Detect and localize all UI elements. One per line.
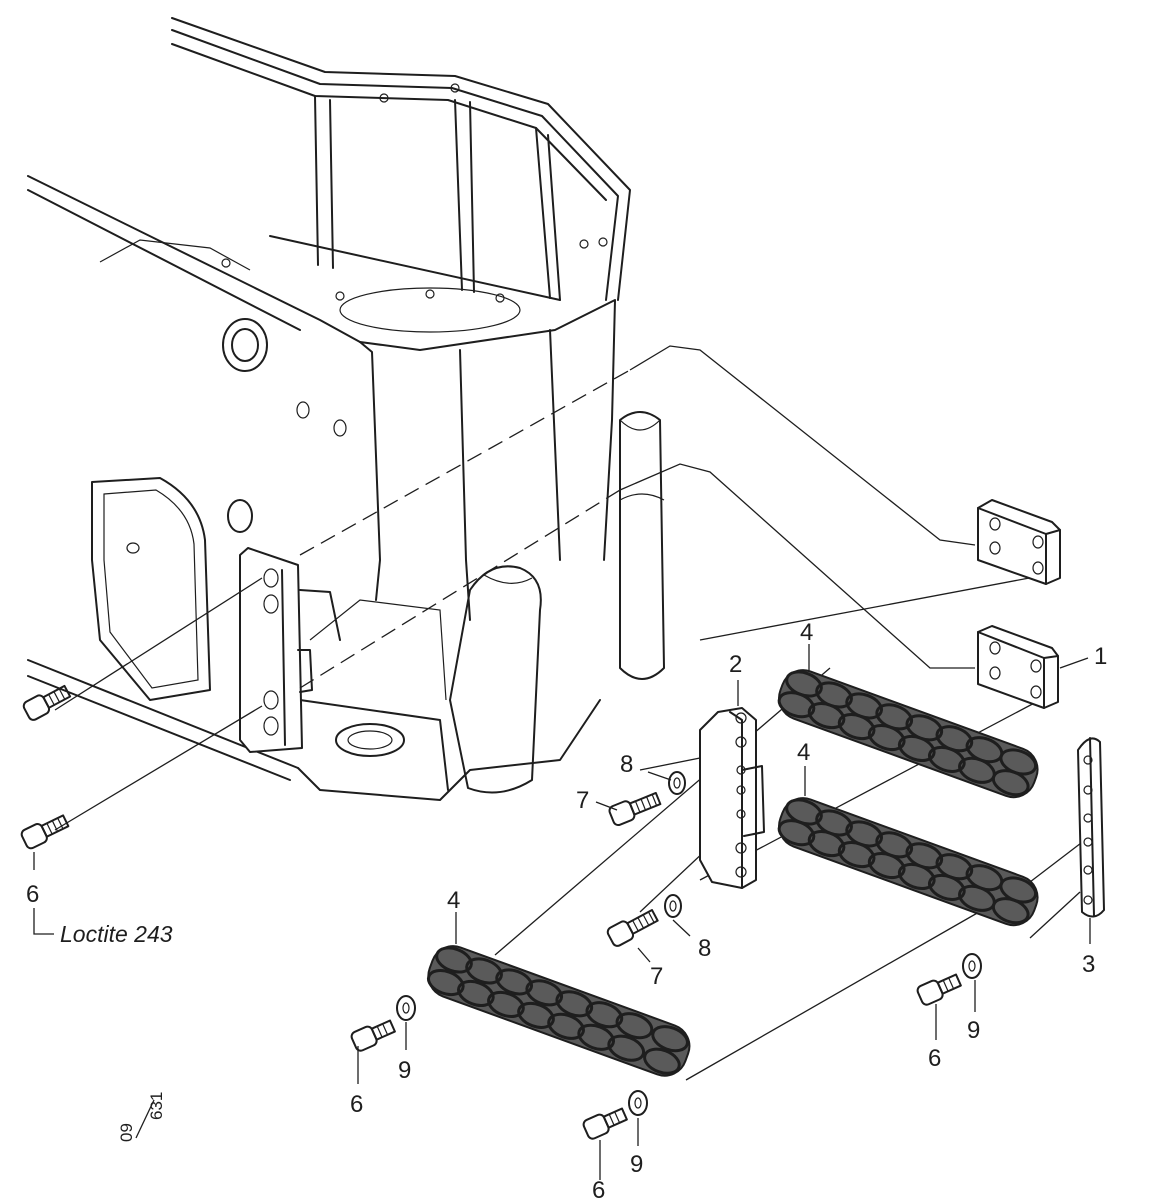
plate-item-1-upper [977, 499, 1061, 585]
drawing-ref-prefix: 09 [117, 1123, 136, 1142]
callout-item-6-bottom-left: 6 [350, 1091, 363, 1118]
callout-item-4-bottom: 4 [447, 887, 460, 914]
link-bar-item-3 [1077, 737, 1105, 918]
callout-item-9-center: 9 [630, 1151, 643, 1178]
callout-item-9-left: 9 [398, 1057, 411, 1084]
loctite-note: Loctite 243 [60, 921, 173, 947]
callout-item-1: 1 [1094, 643, 1107, 670]
washer-item-8-lower [664, 894, 682, 918]
callout-item-7-upper: 7 [576, 787, 589, 814]
screw-item-6-right [916, 973, 962, 1006]
screw-item-6-bottom-left [350, 1019, 396, 1052]
washer-item-9-center [628, 1090, 648, 1116]
screw-item-7-upper [608, 791, 662, 827]
chain-item-4-upper [777, 669, 1039, 799]
drawing-ref-number: 631 [147, 1092, 166, 1120]
washer-item-9-right [962, 953, 982, 979]
plate-item-1-lower [977, 625, 1059, 709]
screw-item-6-left-lower [20, 814, 70, 850]
washer-item-8-upper [668, 771, 686, 795]
screw-item-6-left-upper [22, 684, 72, 721]
callout-labels: 1 2 3 4 4 4 6 6 6 6 7 7 8 8 9 9 9 [26, 619, 1107, 1198]
callout-item-2: 2 [729, 651, 742, 678]
screw-item-7-lower [606, 909, 659, 947]
callout-item-4-mid: 4 [797, 739, 810, 766]
connector-plate-item-2 [699, 707, 765, 889]
drawing-reference: 09 631 [117, 1092, 166, 1142]
callout-item-6-left-upper: 6 [26, 881, 39, 908]
callout-item-8-upper: 8 [620, 751, 633, 778]
callout-item-6-right: 6 [928, 1045, 941, 1072]
callout-item-6-bottom-center: 6 [592, 1177, 605, 1198]
assembly-guide-lines [54, 345, 1086, 1081]
callout-item-9-right: 9 [967, 1017, 980, 1044]
chassis-frame [27, 17, 665, 801]
callout-item-8-lower: 8 [698, 935, 711, 962]
chain-item-4-lower [426, 945, 691, 1077]
washer-item-9-left [396, 995, 416, 1021]
callout-leaders [33, 644, 1091, 1180]
screw-item-6-bottom-center [582, 1107, 628, 1140]
chain-item-4-middle [777, 797, 1039, 927]
callout-item-3: 3 [1082, 951, 1095, 978]
callout-item-7-lower: 7 [650, 963, 663, 990]
callout-item-4-top: 4 [800, 619, 813, 646]
